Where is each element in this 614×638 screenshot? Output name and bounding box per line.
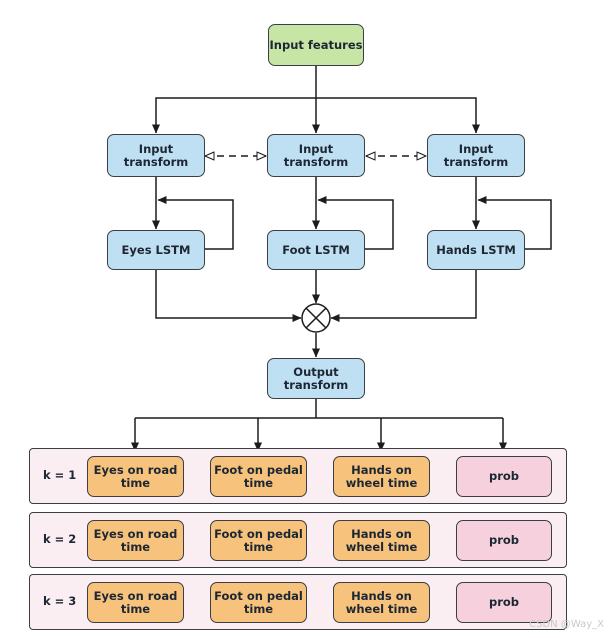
foot-lstm-node: Foot LSTM: [267, 230, 365, 270]
input-features-node: Input features: [268, 24, 364, 66]
arrow-input-to-right-transform: [316, 97, 480, 134]
hands-on-wheel-cell: Hands on wheel time: [333, 520, 430, 561]
loop-foot-lstm: [317, 196, 394, 250]
k-label: k = 2: [43, 532, 77, 546]
k-label: k = 3: [43, 594, 77, 608]
prob-cell: prob: [456, 456, 552, 497]
arrow-eyes-lstm-to-combiner: [155, 270, 302, 322]
prob-cell: prob: [456, 582, 552, 623]
foot-on-pedal-cell: Foot on pedal time: [210, 582, 307, 623]
hands-lstm-node: Hands LSTM: [427, 230, 525, 270]
output-panel-k3: k = 3 Eyes on road time Foot on pedal ti…: [29, 574, 567, 630]
hands-on-wheel-cell: Hands on wheel time: [333, 456, 430, 497]
hands-on-wheel-cell: Hands on wheel time: [333, 582, 430, 623]
eyes-on-road-cell: Eyes on road time: [87, 520, 184, 561]
arrow-hands-lstm-to-combiner: [330, 270, 477, 322]
foot-on-pedal-cell: Foot on pedal time: [210, 520, 307, 561]
output-transform-node: Output transform: [267, 358, 365, 399]
input-transform-center: Input transform: [267, 134, 365, 177]
input-transform-left: Input transform: [107, 134, 205, 177]
input-transform-right: Input transform: [427, 134, 525, 177]
loop-eyes-lstm: [157, 196, 234, 250]
output-panel-k2: k = 2 Eyes on road time Foot on pedal ti…: [29, 512, 567, 568]
foot-on-pedal-cell: Foot on pedal time: [210, 456, 307, 497]
output-panel-k1: k = 1 Eyes on road time Foot on pedal ti…: [29, 448, 567, 504]
arrow-input-to-left-transform: [152, 97, 316, 134]
eyes-lstm-node: Eyes LSTM: [107, 230, 205, 270]
loop-hands-lstm: [477, 196, 552, 250]
eyes-on-road-cell: Eyes on road time: [87, 456, 184, 497]
multiply-combiner-icon: [301, 303, 331, 333]
eyes-on-road-cell: Eyes on road time: [87, 582, 184, 623]
watermark-text: CSDN @Way_X: [529, 619, 604, 630]
prob-cell: prob: [456, 520, 552, 561]
k-label: k = 1: [43, 468, 77, 482]
